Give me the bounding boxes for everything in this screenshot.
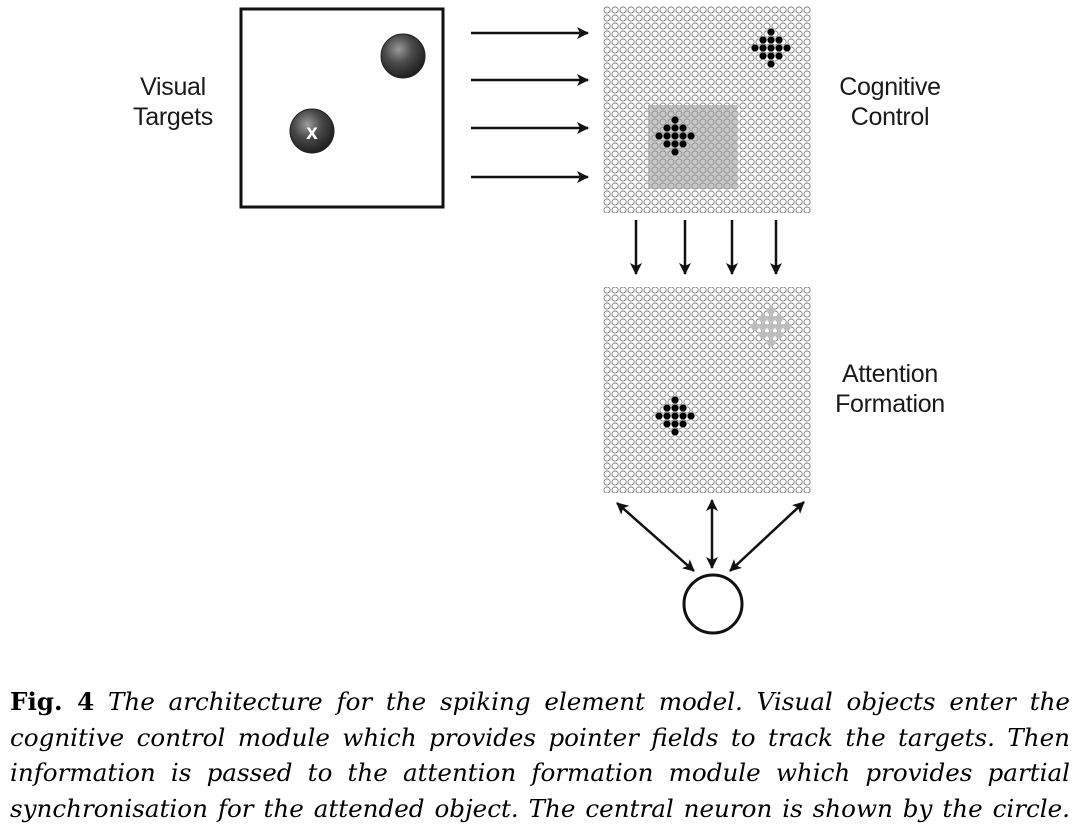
figure-number: Fig. 4 <box>10 687 95 716</box>
active-neuron-dot <box>767 36 775 44</box>
attention-faint-cluster <box>751 307 791 347</box>
faint-neuron-dot <box>783 323 791 331</box>
active-neuron-dot <box>767 28 775 36</box>
target-marker-x: x <box>306 121 318 144</box>
label-cognitive-control: Cognitive Control <box>826 72 954 132</box>
active-neuron-dot <box>759 36 767 44</box>
active-neuron-dot <box>663 140 671 148</box>
active-neuron-dot <box>663 420 671 428</box>
caption-line-1: Fig. 4 The architecture for the spiking … <box>10 684 1070 720</box>
active-neuron-dot <box>687 412 695 420</box>
faint-neuron-dot <box>775 331 783 339</box>
active-neuron-dot <box>671 148 679 156</box>
central-neuron <box>682 573 744 635</box>
label-attention-formation-line2: Formation <box>835 390 945 418</box>
active-neuron-dot <box>751 44 759 52</box>
attention-active-cluster <box>655 396 695 436</box>
faint-neuron-dot <box>759 315 767 323</box>
faint-neuron-dot <box>767 331 775 339</box>
active-neuron-dot <box>687 132 695 140</box>
label-attention-formation-line1: Attention <box>842 360 938 388</box>
active-neuron-dot <box>671 428 679 436</box>
faint-neuron-dot <box>759 331 767 339</box>
pointer-field-region <box>648 105 737 189</box>
active-neuron-dot <box>655 132 663 140</box>
active-neuron-dot <box>679 412 687 420</box>
attention-formation-grid <box>603 287 811 493</box>
active-neuron-dot <box>775 44 783 52</box>
active-neuron-dot <box>767 52 775 60</box>
active-neuron-dot <box>671 116 679 124</box>
active-neuron-dot <box>663 132 671 140</box>
active-neuron-dot <box>679 124 687 132</box>
diagram-canvas: x <box>239 6 811 635</box>
active-neuron-dot <box>671 404 679 412</box>
caption-line-4: synchronisation for the attended object.… <box>10 793 1070 823</box>
label-attention-formation: Attention Formation <box>824 359 956 419</box>
faint-neuron-dot <box>775 323 783 331</box>
faint-neuron-dot <box>775 315 783 323</box>
active-neuron-dot <box>679 404 687 412</box>
caption-line-3: information is passed to the attention f… <box>10 758 1070 787</box>
label-visual-targets: Visual Targets <box>118 72 228 132</box>
active-neuron-dot <box>671 420 679 428</box>
active-neuron-dot <box>775 36 783 44</box>
caption-text-1: The architecture for the spiking element… <box>107 687 1070 716</box>
target-ball-upper <box>380 33 426 79</box>
label-cognitive-control-line1: Cognitive <box>839 73 941 101</box>
active-neuron-dot <box>655 412 663 420</box>
faint-neuron-dot <box>767 315 775 323</box>
faint-neuron-dot <box>767 323 775 331</box>
active-neuron-dot <box>671 124 679 132</box>
cognitive-active-cluster-upper <box>751 28 791 68</box>
active-neuron-dot <box>663 412 671 420</box>
target-ball-marked <box>289 108 335 154</box>
active-neuron-dot <box>671 396 679 404</box>
active-neuron-dot <box>783 44 791 52</box>
faint-neuron-dot <box>767 339 775 347</box>
active-neuron-dot <box>767 60 775 68</box>
label-visual-targets-line1: Visual <box>140 73 206 101</box>
neuron-arrow-left <box>616 502 695 572</box>
active-neuron-dot <box>767 44 775 52</box>
label-cognitive-control-line2: Control <box>850 103 930 131</box>
active-neuron-dot <box>671 140 679 148</box>
neuron-arrow-right <box>729 501 805 572</box>
active-neuron-dot <box>679 140 687 148</box>
active-neuron-dot <box>671 132 679 140</box>
active-neuron-dot <box>663 124 671 132</box>
faint-neuron-dot <box>767 307 775 315</box>
active-neuron-dot <box>775 52 783 60</box>
active-neuron-dot <box>759 52 767 60</box>
active-neuron-dot <box>759 44 767 52</box>
active-neuron-dot <box>663 404 671 412</box>
figure-caption: Fig. 4 The architecture for the spiking … <box>10 684 1070 826</box>
active-neuron-dot <box>679 420 687 428</box>
label-visual-targets-line2: Targets <box>133 103 213 131</box>
active-neuron-dot <box>671 412 679 420</box>
active-neuron-dot <box>679 132 687 140</box>
faint-neuron-dot <box>759 323 767 331</box>
caption-line-2: cognitive control module which provides … <box>10 722 1070 752</box>
faint-neuron-dot <box>751 323 759 331</box>
cognitive-control-grid <box>603 6 811 213</box>
cognitive-active-cluster-lower <box>655 116 695 156</box>
